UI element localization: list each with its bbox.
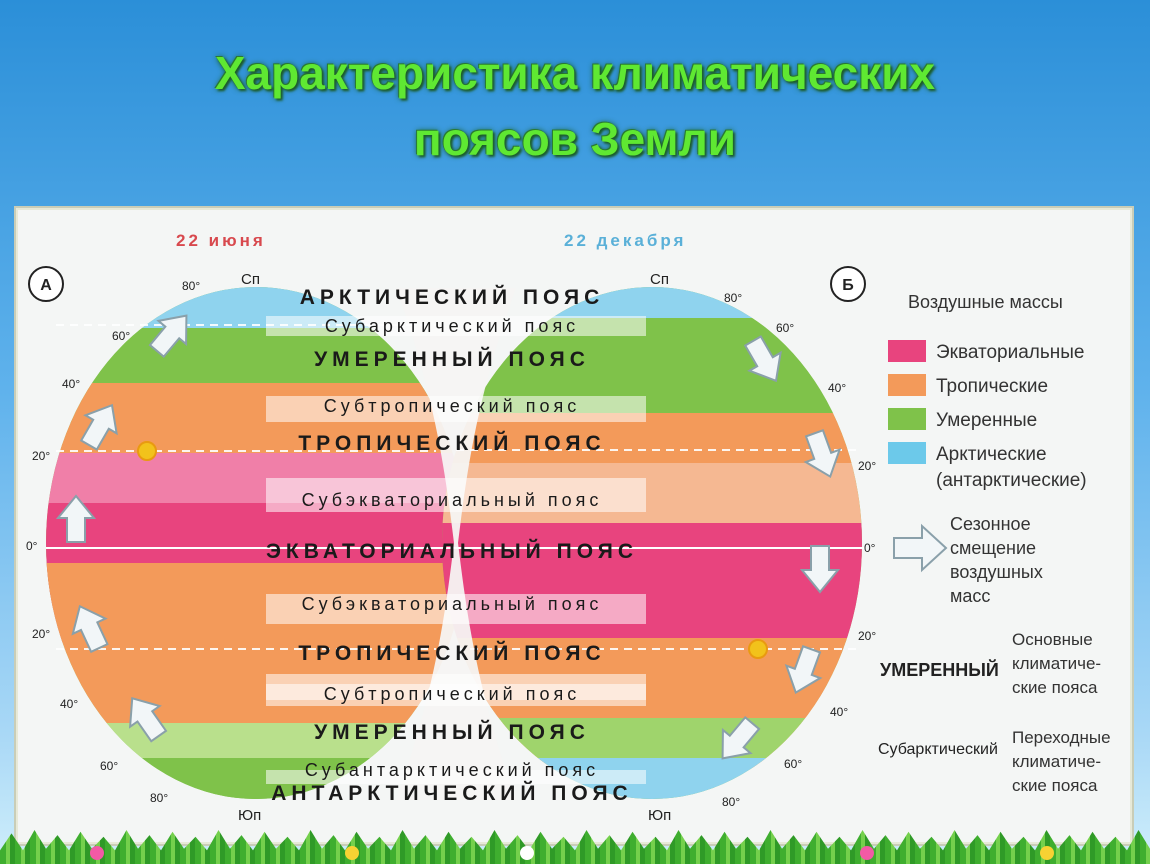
label-strip — [266, 684, 646, 706]
zone-label: Субарктический пояс — [325, 316, 579, 336]
zone-label: Субэкваториальный пояс — [302, 594, 603, 614]
latitude-label: 40° — [62, 377, 80, 391]
legend-item-label: Арктические — [936, 444, 1047, 465]
season-december: 22 декабря — [564, 231, 686, 250]
trans-desc-1: Переходные — [1012, 728, 1111, 747]
zone-label: Субтропический пояс — [324, 396, 580, 416]
main-desc-3: ские пояса — [1012, 678, 1098, 697]
legend-item-label: Умеренные — [936, 410, 1037, 431]
label-strip — [266, 316, 646, 336]
seasonal-shift-arrow-icon — [784, 644, 823, 695]
legend-swatch — [888, 340, 926, 362]
label-a-circle — [28, 266, 64, 302]
title-line-2: поясов Земли — [413, 113, 737, 165]
latitude-label: 60° — [112, 329, 130, 343]
zone-label: ТРОПИЧЕСКИЙ ПОЯС — [298, 641, 605, 665]
zone-label: ЭКВАТОРИАЛЬНЫЙ ПОЯС — [266, 539, 638, 563]
label-strip — [266, 478, 646, 512]
latitude-label: 20° — [32, 449, 50, 463]
seasonal-shift-arrow-icon — [128, 697, 168, 743]
seasonal-shift-arrow-icon — [79, 403, 118, 451]
label-a: А — [40, 277, 52, 294]
zone-label: ТРОПИЧЕСКИЙ ПОЯС — [298, 431, 605, 455]
sun-icon-june — [137, 441, 157, 461]
trans-desc-2: климатиче- — [1012, 752, 1101, 771]
seasonal-shift-arrow-icon — [893, 523, 948, 573]
legend-swatch — [888, 408, 926, 430]
band-december — [442, 523, 862, 578]
flower-icon — [860, 846, 874, 860]
latitude-label: 0° — [26, 539, 38, 553]
page-title: Характеристика климатических поясов Земл… — [0, 40, 1150, 172]
seasonal-shift-arrow-icon — [803, 428, 842, 479]
latitude-label: 40° — [830, 705, 848, 719]
seasonal-shift-arrow-icon — [743, 335, 782, 383]
climate-zones-diagram-panel: 22 июня 22 декабря А Б Сп Сп Юп Юп 80° 60… — [14, 206, 1134, 846]
season-june: 22 июня — [176, 231, 266, 250]
label-b-circle — [830, 266, 866, 302]
trans-desc-3: ские пояса — [1012, 776, 1098, 795]
latitude-label: 20° — [858, 459, 876, 473]
zone-label: УМЕРЕННЫЙ ПОЯС — [314, 347, 590, 371]
latitude-label: 60° — [784, 757, 802, 771]
pole-north-b: Сп — [650, 271, 669, 288]
flower-icon — [90, 846, 104, 860]
arrow-label-3: воздушных — [950, 562, 1043, 582]
zone-label: Субантарктический пояс — [305, 760, 599, 780]
zone-label: Субтропический пояс — [324, 684, 580, 704]
legend: Воздушные массы ЭкваториальныеТропически… — [878, 292, 1111, 795]
legend-item-label: Тропические — [936, 376, 1048, 397]
pole-south-b: Юп — [648, 807, 671, 824]
main-zone-example: УМЕРЕННЫЙ — [880, 659, 999, 680]
latitude-label: 20° — [858, 629, 876, 643]
latitude-label: 20° — [32, 627, 50, 641]
label-b: Б — [842, 277, 854, 294]
transitional-zone-example: Субарктический — [878, 741, 998, 758]
flower-icon — [345, 846, 359, 860]
label-strip — [266, 594, 646, 624]
main-desc-2: климатиче- — [1012, 654, 1101, 673]
latitude-label: 60° — [776, 321, 794, 335]
flower-icon — [520, 846, 534, 860]
seasonal-shift-arrow-icon — [721, 715, 761, 760]
arrow-label-4: масс — [950, 586, 990, 606]
zone-label: АНТАРКТИЧЕСКИЙ ПОЯС — [271, 781, 632, 805]
latitude-label: 80° — [150, 791, 168, 805]
globe-december — [442, 287, 862, 799]
seasonal-shift-arrow-icon — [71, 604, 109, 654]
legend-item-label: Экваториальные — [936, 342, 1085, 363]
title-line-1: Характеристика климатических — [214, 47, 936, 99]
legend-item-label-2: (антарктические) — [936, 470, 1087, 491]
latitude-label: 80° — [722, 795, 740, 809]
arrow-label-2: смещение — [950, 538, 1036, 558]
label-strip — [266, 770, 646, 784]
flower-icon — [1040, 846, 1054, 860]
zone-label: Субэкваториальный пояс — [302, 490, 603, 510]
seasonal-shift-arrow-icon — [55, 494, 97, 543]
legend-swatch — [888, 374, 926, 396]
sun-icon-december — [748, 639, 768, 659]
label-strip — [266, 396, 646, 422]
latitude-label: 80° — [724, 291, 742, 305]
main-desc-1: Основные — [1012, 630, 1093, 649]
zone-label: УМЕРЕННЫЙ ПОЯС — [314, 720, 590, 744]
seasonal-shift-arrow-icon — [148, 314, 188, 359]
latitude-label: 40° — [60, 697, 78, 711]
latitude-label: 40° — [828, 381, 846, 395]
pole-north-a: Сп — [241, 271, 260, 288]
pole-south-a: Юп — [238, 807, 261, 824]
climate-zones-diagram: 22 июня 22 декабря А Б Сп Сп Юп Юп 80° 60… — [26, 231, 1111, 824]
latitude-label: 60° — [100, 759, 118, 773]
arrow-label-1: Сезонное — [950, 514, 1031, 534]
zone-label: АРКТИЧЕСКИЙ ПОЯС — [300, 285, 605, 309]
legend-arrow-entry: Сезонное смещение воздушных масс — [893, 514, 1043, 606]
latitude-label: 0° — [864, 541, 876, 555]
middle-gap — [396, 288, 516, 800]
legend-swatch — [888, 442, 926, 464]
seasonal-shift-arrow-icon — [799, 545, 841, 594]
latitude-label: 80° — [182, 279, 200, 293]
band-december — [442, 798, 862, 799]
legend-heading: Воздушные массы — [908, 292, 1063, 312]
